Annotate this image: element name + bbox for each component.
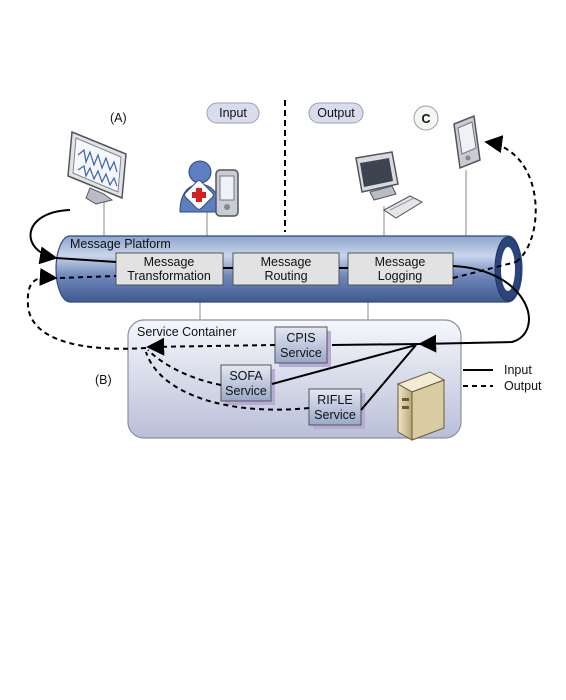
computer-icon <box>355 151 424 219</box>
service-container: Service Container <box>127 319 462 439</box>
cpis-line1: CPIS <box>286 331 315 345</box>
cpis-line2: Service <box>280 346 322 360</box>
sofa-service-box: SOFA Service <box>220 364 275 405</box>
container-title: Service Container <box>137 325 236 339</box>
sofa-line2: Service <box>225 384 267 398</box>
label-c-circle: C <box>413 105 439 131</box>
legend-output-label: Output <box>504 379 542 393</box>
routing-line1: Message <box>261 255 312 269</box>
logging-line1: Message <box>375 255 426 269</box>
routing-line2: Routing <box>264 269 307 283</box>
message-routing-box: Message Routing <box>232 252 340 286</box>
cpis-service-box: CPIS Service <box>274 326 331 367</box>
sofa-line1: SOFA <box>229 369 263 383</box>
medical-user-icon <box>179 160 221 213</box>
rifle-line1: RIFLE <box>317 393 352 407</box>
input-flow-lines <box>29 209 530 411</box>
monitor-icon <box>67 130 127 205</box>
label-b: (B) <box>95 373 112 387</box>
pda-icon-user <box>215 169 239 217</box>
label-c: C <box>421 112 430 126</box>
platform-title: Message Platform <box>70 237 171 251</box>
input-label: Input <box>219 106 247 120</box>
rifle-service-box: RIFLE Service <box>308 388 365 429</box>
server-icon <box>396 371 446 441</box>
rifle-line2: Service <box>314 408 356 422</box>
input-label-pill: Input <box>206 102 260 124</box>
transformation-line1: Message <box>144 255 195 269</box>
legend: Input Output <box>463 363 542 393</box>
message-logging-box: Message Logging <box>347 252 454 286</box>
legend-input-label: Input <box>504 363 532 377</box>
message-transformation-box: Message Transformation <box>115 252 224 286</box>
logging-line2: Logging <box>378 269 423 283</box>
output-label: Output <box>317 106 355 120</box>
label-a: (A) <box>110 111 127 125</box>
output-flow-lines <box>26 135 537 411</box>
pda-icon <box>453 114 481 170</box>
output-label-pill: Output <box>308 102 364 124</box>
transformation-line2: Transformation <box>127 269 211 283</box>
